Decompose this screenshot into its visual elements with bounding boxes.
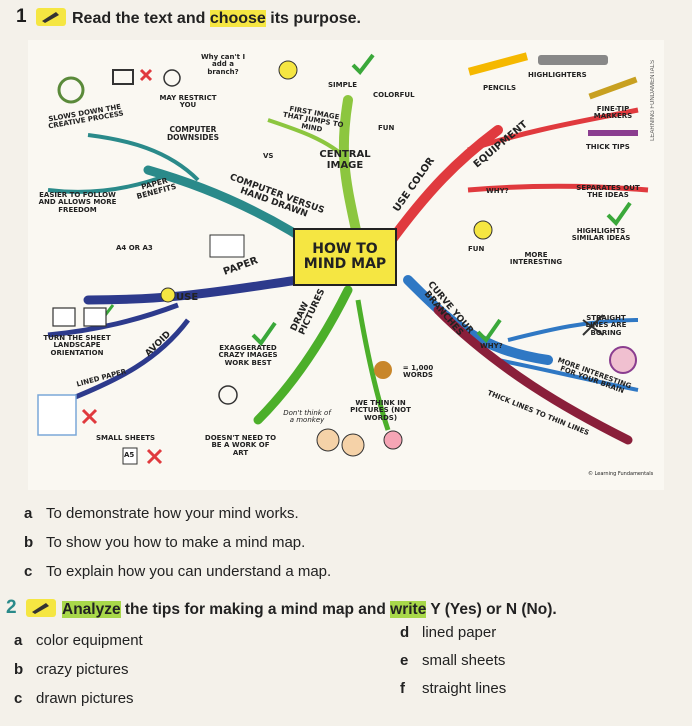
exercise-number-2: 2	[6, 597, 17, 618]
option-letter: a	[24, 505, 33, 522]
branch-use: USE	[176, 292, 199, 303]
exercise-instruction-2: Analyze the tips for making a mind map a…	[62, 601, 557, 619]
option-2e[interactable]: e small sheets	[400, 652, 505, 669]
side-label: LEARNING FUNDAMENTALS	[650, 60, 656, 141]
label-colorful: COLORFUL	[373, 91, 415, 99]
option-letter: d	[400, 624, 410, 641]
option-text: To demonstrate how your mind works.	[46, 505, 299, 522]
label-thousand: = 1,000 WORDS	[402, 364, 434, 380]
option-2b[interactable]: b crazy pictures	[14, 661, 129, 678]
instruction-text: the tips for making a mind map and	[120, 601, 391, 618]
option-1b[interactable]: b To show you how to make a mind map.	[24, 534, 305, 551]
instruction-highlight: Analyze	[62, 601, 121, 618]
option-2f[interactable]: f straight lines	[400, 680, 506, 697]
instruction-text-end: its purpose.	[265, 10, 361, 27]
option-text: color equipment	[36, 632, 143, 649]
label-turn: TURN THE SHEET LANDSCAPE ORIENTATION	[43, 334, 111, 357]
label-a5: A5	[124, 451, 135, 459]
option-2d[interactable]: d lined paper	[400, 624, 496, 641]
option-text: crazy pictures	[36, 661, 129, 678]
label-why2: WHY?	[480, 342, 503, 350]
option-text: lined paper	[422, 624, 497, 641]
instruction-text-end: Y (Yes) or N (No).	[426, 601, 557, 618]
label-highlights: HIGHLIGHTS SIMILAR IDEAS	[571, 227, 631, 243]
exercise-number: 1	[16, 6, 27, 27]
label-highlighters: HIGHLIGHTERS	[528, 71, 587, 79]
label-doesnt-need: DOESN'T NEED TO BE A WORK OF ART	[204, 434, 277, 457]
instruction-text: Read the text and	[72, 10, 210, 27]
label-fun: FUN	[378, 124, 395, 132]
label-computer-downsides: COMPUTER DOWNSIDES	[166, 125, 220, 142]
pencil-icon	[26, 599, 56, 617]
label-we-think: WE THINK IN PICTURES (NOT WORDS)	[350, 399, 411, 422]
option-2a[interactable]: a color equipment	[14, 632, 143, 649]
option-2c[interactable]: c drawn pictures	[14, 690, 134, 707]
option-text: small sheets	[422, 652, 506, 669]
option-1c[interactable]: c To explain how you can understand a map…	[24, 563, 331, 580]
mind-map: HOW TO MIND MAP CENTRAL IMAGE USE COLOR …	[28, 40, 664, 490]
label-dont-think: Don't think of a monkey	[283, 409, 331, 425]
label-separates: SEPARATES OUT THE IDEAS	[576, 184, 640, 200]
label-straight: STRAIGHT LINES ARE BORING	[585, 314, 627, 337]
option-text: straight lines	[422, 680, 507, 697]
option-text: drawn pictures	[36, 690, 134, 707]
instruction-highlight: choose	[209, 10, 266, 27]
label-more-interesting: MORE INTERESTING	[509, 251, 563, 267]
option-letter: b	[14, 661, 24, 678]
label-exaggerated: EXAGGERATED CRAZY IMAGES WORK BEST	[218, 344, 278, 367]
option-letter: c	[24, 563, 33, 580]
label-fun2: FUN	[468, 245, 485, 253]
mind-map-branches	[37, 52, 649, 465]
option-1a[interactable]: a To demonstrate how your mind works.	[24, 505, 299, 522]
label-why-cant: Why can't I add a branch?	[200, 53, 246, 76]
pencil-icon	[36, 8, 66, 26]
label-small-sheets: SMALL SHEETS	[96, 434, 156, 442]
option-letter: f	[400, 680, 405, 697]
label-thick-tips: THICK TIPS	[586, 143, 630, 151]
mind-map-center: HOW TO MIND MAP	[293, 228, 397, 286]
label-simple: SIMPLE	[328, 81, 357, 89]
label-fine-tip: FINE-TIP MARKERS	[593, 105, 633, 121]
label-vs: VS	[263, 152, 274, 160]
exercise-instruction: Read the text and choose its purpose.	[72, 10, 361, 28]
label-may-restrict: MAY RESTRICT YOU	[159, 94, 217, 110]
option-letter: c	[14, 690, 23, 707]
option-text: To show you how to make a mind map.	[46, 534, 306, 551]
option-letter: b	[24, 534, 34, 551]
label-why: WHY?	[486, 187, 509, 195]
option-text: To explain how you can understand a map.	[46, 563, 332, 580]
branch-central-image: CENTRAL IMAGE	[319, 149, 371, 171]
label-a4: A4 OR A3	[116, 244, 153, 252]
option-letter: e	[400, 652, 409, 669]
option-letter: a	[14, 632, 23, 649]
instruction-highlight-2: write	[390, 601, 427, 618]
label-easier: EASIER TO FOLLOW AND ALLOWS MORE FREEDOM	[38, 191, 117, 214]
label-pencils: PENCILS	[483, 84, 517, 92]
label-credit: © Learning Fundamentals	[588, 471, 654, 477]
